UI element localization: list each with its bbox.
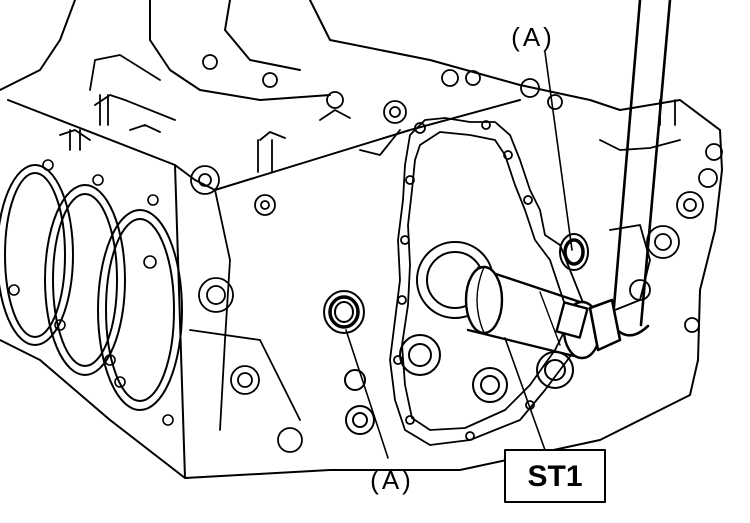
wrench-extension-bar <box>588 0 672 352</box>
callout-leaders <box>345 51 573 459</box>
head-bolt-holes <box>8 159 174 426</box>
cylinder-bore-1 <box>0 164 74 346</box>
leader-st1 <box>504 337 546 451</box>
crankshaft-bore <box>344 241 574 435</box>
callout-a-top: (A) <box>511 22 555 52</box>
boss-2 <box>254 194 276 216</box>
side-face-bosses <box>189 277 303 453</box>
st1-label-box <box>504 449 606 503</box>
boss-3 <box>383 100 407 124</box>
st1-front-face <box>464 265 504 335</box>
st1-label: ST1 <box>527 460 582 493</box>
plug-hole-right <box>559 233 589 271</box>
special-tool-st1 <box>464 265 602 360</box>
cylinder-block-outline <box>0 0 723 479</box>
leader-a-top <box>544 51 573 251</box>
boss-1 <box>190 165 220 195</box>
right-side-bosses <box>599 139 723 333</box>
leader-a-bottom <box>345 329 389 459</box>
cylinder-bore-2 <box>44 184 126 376</box>
callout-a-bottom: (A) <box>370 465 414 495</box>
deck-bolt-bosses <box>69 54 676 216</box>
cylinder-bore-3 <box>97 209 183 411</box>
cylinder-bores <box>0 164 183 411</box>
block-deck-details <box>59 54 401 431</box>
plug-hole-left <box>323 290 365 334</box>
